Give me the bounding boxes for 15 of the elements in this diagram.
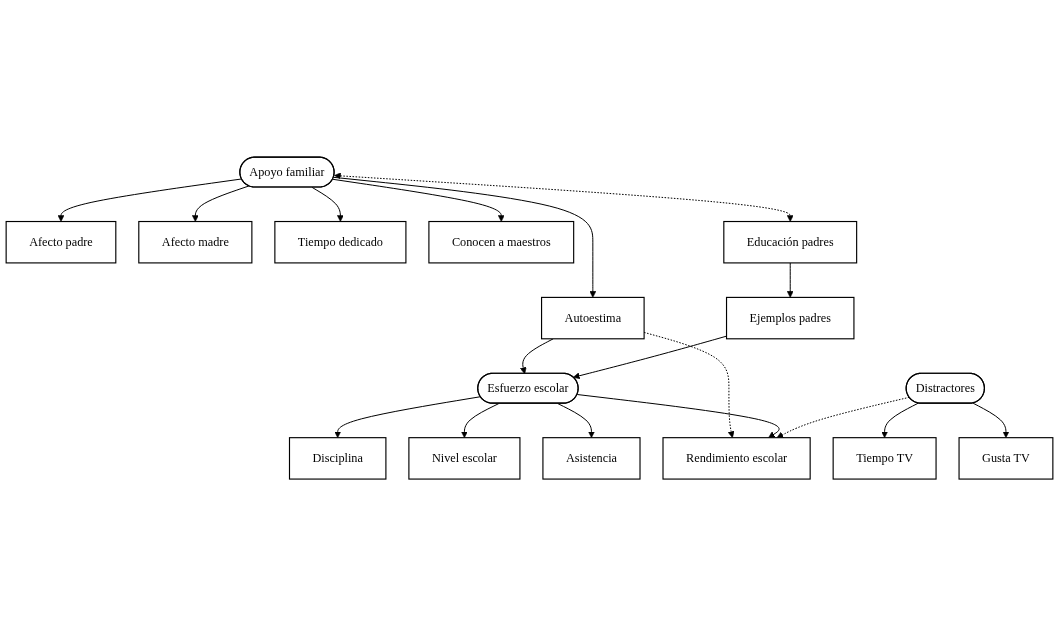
node-box: Educación padres (723, 220, 858, 264)
node-box: Asistencia (542, 437, 641, 480)
node-box: Conocen a maestros (428, 220, 575, 264)
node-box: Gusta TV (958, 437, 1054, 480)
node-box: Autoestima (541, 296, 645, 340)
arrow (334, 396, 482, 438)
node-box: Nivel escolar (408, 437, 521, 480)
node-box: Disciplina (288, 437, 387, 480)
node-box: Ejemplos padres (725, 296, 855, 340)
arrow (776, 396, 910, 438)
node-box: Rendimiento escolar (662, 437, 811, 480)
node-box: Tiempo dedicado (274, 220, 407, 264)
node-box: Tiempo TV (832, 437, 937, 480)
node-box: Afecto madre (138, 220, 253, 264)
node-box: Afecto padre (5, 220, 117, 264)
